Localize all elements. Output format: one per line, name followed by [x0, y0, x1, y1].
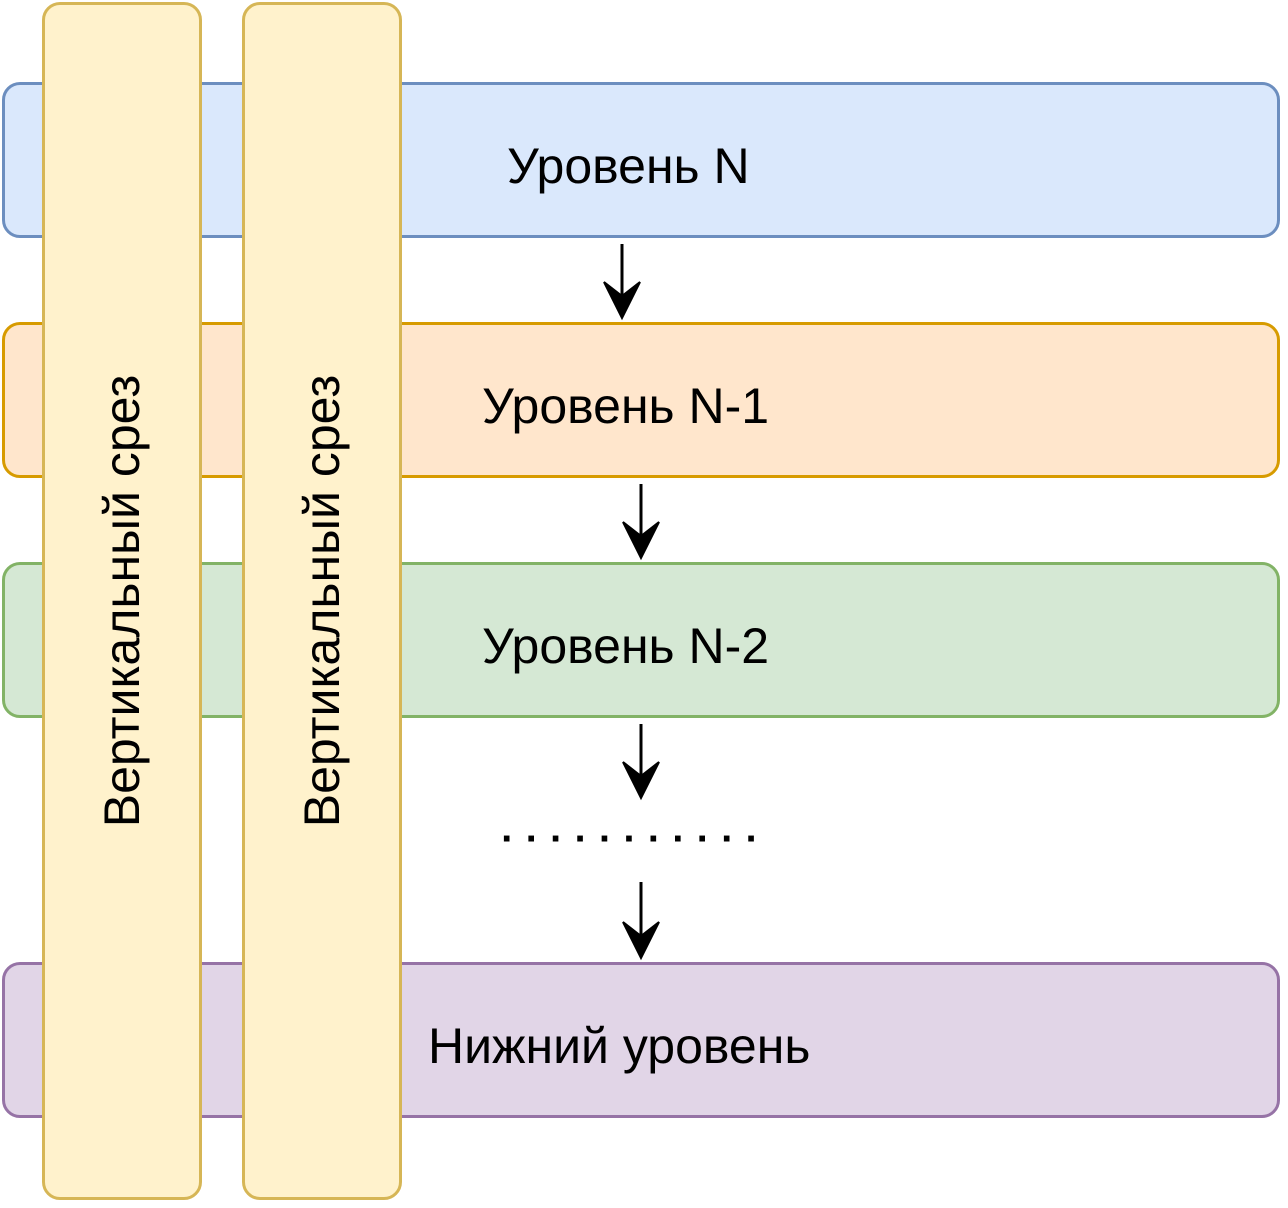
layer-n-2: Уровень N-2 [2, 562, 1280, 718]
layer-n: Уровень N [2, 82, 1280, 238]
layer-n-1-label: Уровень N-1 [482, 378, 770, 434]
layer-n-1: Уровень N-1 [2, 322, 1280, 478]
arrow-layer-n-1-to-n-2-head [622, 521, 660, 561]
arrow-layer-n-2-to-ellipsis-head [622, 761, 660, 801]
ellipsis: · · · · · · · · · · · [501, 817, 759, 861]
bottom-layer: Нижний уровень [2, 962, 1280, 1118]
layer-n-label: Уровень N [507, 138, 750, 194]
vertical-slice-1: Вертикальный срез [42, 2, 202, 1200]
layer-n-2-label: Уровень N-2 [482, 618, 770, 674]
vertical-slice-1-label: Вертикальный срез [94, 374, 150, 828]
vertical-slice-2-label: Вертикальный срез [294, 374, 350, 828]
arrow-ellipsis-to-bottom-head [622, 921, 660, 961]
vertical-slice-2: Вертикальный срез [242, 2, 402, 1200]
bottom-layer-label: Нижний уровень [428, 1018, 811, 1074]
arrow-layer-n-to-n-1-head [603, 281, 641, 321]
